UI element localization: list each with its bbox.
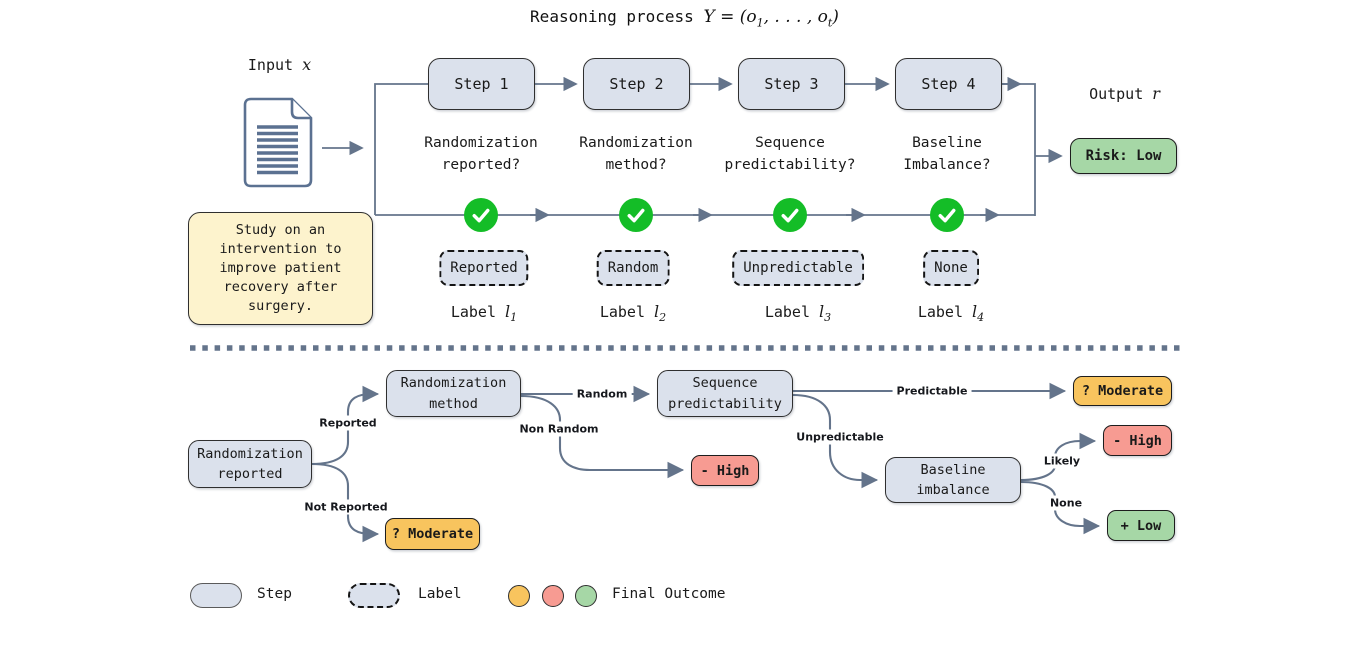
label-2-caption: Label l2 xyxy=(599,302,667,325)
output-label: Output r xyxy=(1089,84,1160,103)
edge-label-likely: Likely xyxy=(1039,453,1085,469)
edge-label-random: Random xyxy=(572,386,632,402)
document-icon xyxy=(243,97,313,188)
node-randomization-method: Randomization method xyxy=(386,370,521,417)
legend-step-swatch xyxy=(190,583,242,608)
outcome-high-likely: - High xyxy=(1103,425,1172,456)
edge-label-reported: Reported xyxy=(315,415,381,431)
legend-outcome-green-dot xyxy=(575,585,597,607)
step-2-question: Randomization method? xyxy=(579,135,693,173)
label-1-caption: Label l1 xyxy=(450,302,518,325)
edge-label-predictable: Predictable xyxy=(892,383,972,399)
title-math: Y = (o1, . . . , ot) xyxy=(703,7,839,30)
edge-label-non-random: Non Random xyxy=(515,421,603,437)
step-1-box: Step 1 xyxy=(428,58,535,110)
legend-step-label: Step xyxy=(257,586,292,602)
outcome-moderate-predictable: ? Moderate xyxy=(1073,376,1172,406)
legend-label-label: Label xyxy=(418,586,462,602)
check-icon xyxy=(773,198,807,232)
title-text: Reasoning process xyxy=(530,7,704,26)
legend-outcome-red-dot xyxy=(542,585,564,607)
step-4-question: Baseline Imbalance? xyxy=(903,135,991,173)
outcome-high-non-random: - High xyxy=(691,455,759,486)
legend-outcome-orange-dot xyxy=(508,585,530,607)
node-baseline-imbalance: Baseline imbalance xyxy=(885,457,1021,503)
step-3-question: Sequence predictability? xyxy=(724,135,856,173)
risk-output-box: Risk: Low xyxy=(1070,138,1177,174)
check-icon xyxy=(930,198,964,232)
diagram-title: Reasoning process Y = (o1, . . . , ot) xyxy=(0,7,1369,29)
edge-label-none: None xyxy=(1045,495,1087,511)
label-4-caption: Label l4 xyxy=(917,302,985,325)
label-3-caption: Label l3 xyxy=(764,302,832,325)
step-1-question: Randomization reported? xyxy=(424,135,538,173)
step-4-box: Step 4 xyxy=(895,58,1002,110)
input-label: Input x xyxy=(247,55,312,74)
output-math-symbol: r xyxy=(1152,84,1160,103)
input-math-symbol: x xyxy=(302,55,312,74)
outcome-low-none: + Low xyxy=(1107,510,1175,541)
label-4-box: None xyxy=(923,250,979,286)
label-2-box: Random xyxy=(596,250,670,286)
study-note: Study on an intervention to improve pati… xyxy=(188,212,373,325)
legend-final-outcome-label: Final Outcome xyxy=(612,586,726,602)
node-sequence-predictability: Sequence predictability xyxy=(657,370,793,417)
check-icon xyxy=(464,198,498,232)
label-3-box: Unpredictable xyxy=(732,250,864,286)
outcome-moderate-not-reported: ? Moderate xyxy=(385,518,480,550)
legend-label-swatch xyxy=(348,583,400,608)
step-3-box: Step 3 xyxy=(738,58,845,110)
check-icon xyxy=(619,198,653,232)
node-randomization-reported: Randomization reported xyxy=(188,440,312,488)
edge-label-not-reported: Not Reported xyxy=(300,499,392,515)
step-2-box: Step 2 xyxy=(583,58,690,110)
label-1-box: Reported xyxy=(439,250,529,286)
edge-label-unpredictable: Unpredictable xyxy=(792,429,888,445)
